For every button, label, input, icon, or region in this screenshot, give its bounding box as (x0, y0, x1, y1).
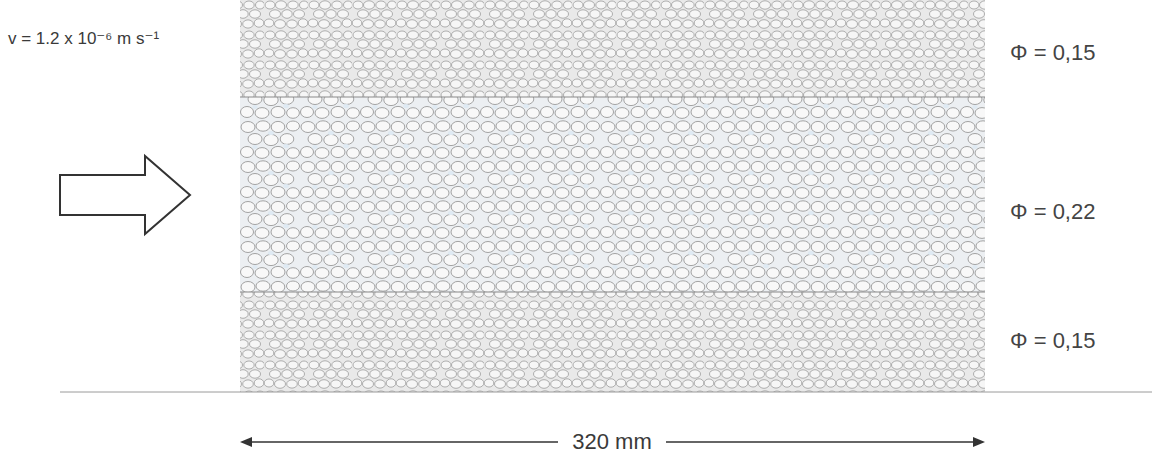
dimension-arrowhead (973, 437, 985, 447)
porous-layer (240, 97, 985, 292)
base-line (60, 392, 1152, 393)
velocity-label: v = 1.2 x 10⁻⁶ m s⁻¹ (8, 28, 159, 49)
porosity-band: Φ = 0,15 (240, 292, 985, 392)
porosity-band: Φ = 0,22 (240, 97, 985, 292)
porosity-label: Φ = 0,15 (1010, 328, 1095, 354)
flow-arrow (60, 156, 190, 234)
porous-layer (240, 292, 985, 392)
porosity-band: Φ = 0,15 (240, 0, 985, 97)
dimension-arrowhead (240, 437, 252, 447)
layer-boundary (240, 96, 985, 97)
layer-boundary (240, 291, 985, 292)
porous-layer (240, 0, 985, 97)
dimension-label: 320 mm (558, 429, 665, 455)
porosity-label: Φ = 0,22 (1010, 199, 1095, 225)
porosity-label: Φ = 0,15 (1010, 40, 1095, 66)
